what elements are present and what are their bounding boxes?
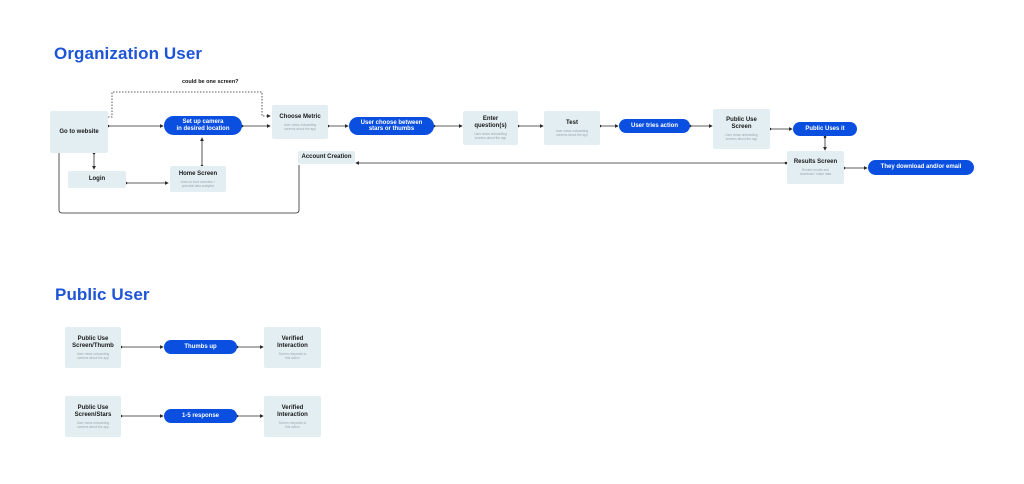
node-title: Choose Metric [279, 113, 321, 120]
action-thumbs-up[interactable]: Thumbs up [164, 340, 237, 354]
action-setup-camera[interactable]: Set up camera in desired location [164, 116, 242, 135]
node-public-screen-thumb[interactable]: Public Use Screen/Thumb User views onboa… [65, 327, 121, 368]
node-title: Public Use Screen/Stars [74, 404, 112, 418]
node-home-screen[interactable]: Home Screen Area on front overview + pot… [170, 166, 226, 192]
node-title: Verified Interaction [277, 404, 308, 418]
node-title: Public Use Screen [726, 117, 757, 130]
section-title-public: Public User [55, 285, 150, 304]
node-verified-interaction-2[interactable]: Verified Interaction Screen responds to … [264, 396, 321, 437]
node-desc: User views onboarding screens about the … [725, 133, 758, 141]
node-title: Results Screen [793, 159, 838, 165]
node-title: Test [566, 119, 578, 126]
node-results-screen[interactable]: Results Screen Review results and downlo… [787, 151, 844, 184]
node-title: Enter question(s) [474, 116, 507, 129]
action-1-5-response[interactable]: 1-5 response [164, 409, 237, 423]
node-account-creation[interactable]: Account Creation [298, 151, 355, 164]
node-title: Login [88, 176, 106, 182]
node-title: Go to website [59, 128, 99, 135]
annotation-note: could be one screen? [182, 79, 239, 85]
action-public-uses-it[interactable]: Public Uses it [793, 122, 857, 136]
node-desc: Area on front overview + potential data … [180, 179, 216, 188]
node-choose-metric[interactable]: Choose Metric User views onboarding scre… [272, 105, 328, 139]
node-login[interactable]: Login [68, 171, 126, 188]
dotted-connector [108, 91, 271, 118]
node-desc: Screen responds to this action [278, 351, 307, 360]
node-desc: Review results and download / share data [799, 168, 832, 176]
node-desc: User views onboarding screens about the … [76, 351, 110, 360]
node-desc: User views onboarding screens about the … [76, 420, 110, 429]
node-desc: User views onboarding screens about the … [474, 132, 507, 140]
node-desc: User views onboarding screens about the … [555, 128, 589, 137]
node-title: Verified Interaction [277, 335, 308, 349]
node-title: Account Creation [301, 154, 352, 160]
section-title-organization: Organization User [54, 44, 203, 63]
action-user-choose[interactable]: User choose between stars or thumbs [349, 117, 434, 135]
action-user-tries[interactable]: User tries action [619, 119, 690, 133]
node-title: Public Use Screen/Thumb [72, 335, 114, 349]
node-go-to-website[interactable]: Go to website [50, 111, 108, 153]
node-enter-question[interactable]: Enter question(s) User views onboarding … [463, 111, 518, 145]
node-public-screen-stars[interactable]: Public Use Screen/Stars User views onboa… [65, 396, 121, 437]
node-public-use-screen[interactable]: Public Use Screen User views onboarding … [713, 109, 770, 149]
node-verified-interaction-1[interactable]: Verified Interaction Screen responds to … [264, 327, 321, 368]
node-desc: User views onboarding screens about the … [283, 122, 317, 131]
node-desc: Screen responds to this action [278, 420, 307, 429]
action-download[interactable]: They download and/or email [868, 160, 974, 175]
connector [58, 153, 300, 214]
node-title: Home Screen [178, 170, 218, 177]
connector-dot [784, 161, 788, 165]
node-test[interactable]: Test User views onboarding screens about… [544, 111, 600, 145]
connector-dot [823, 135, 827, 139]
